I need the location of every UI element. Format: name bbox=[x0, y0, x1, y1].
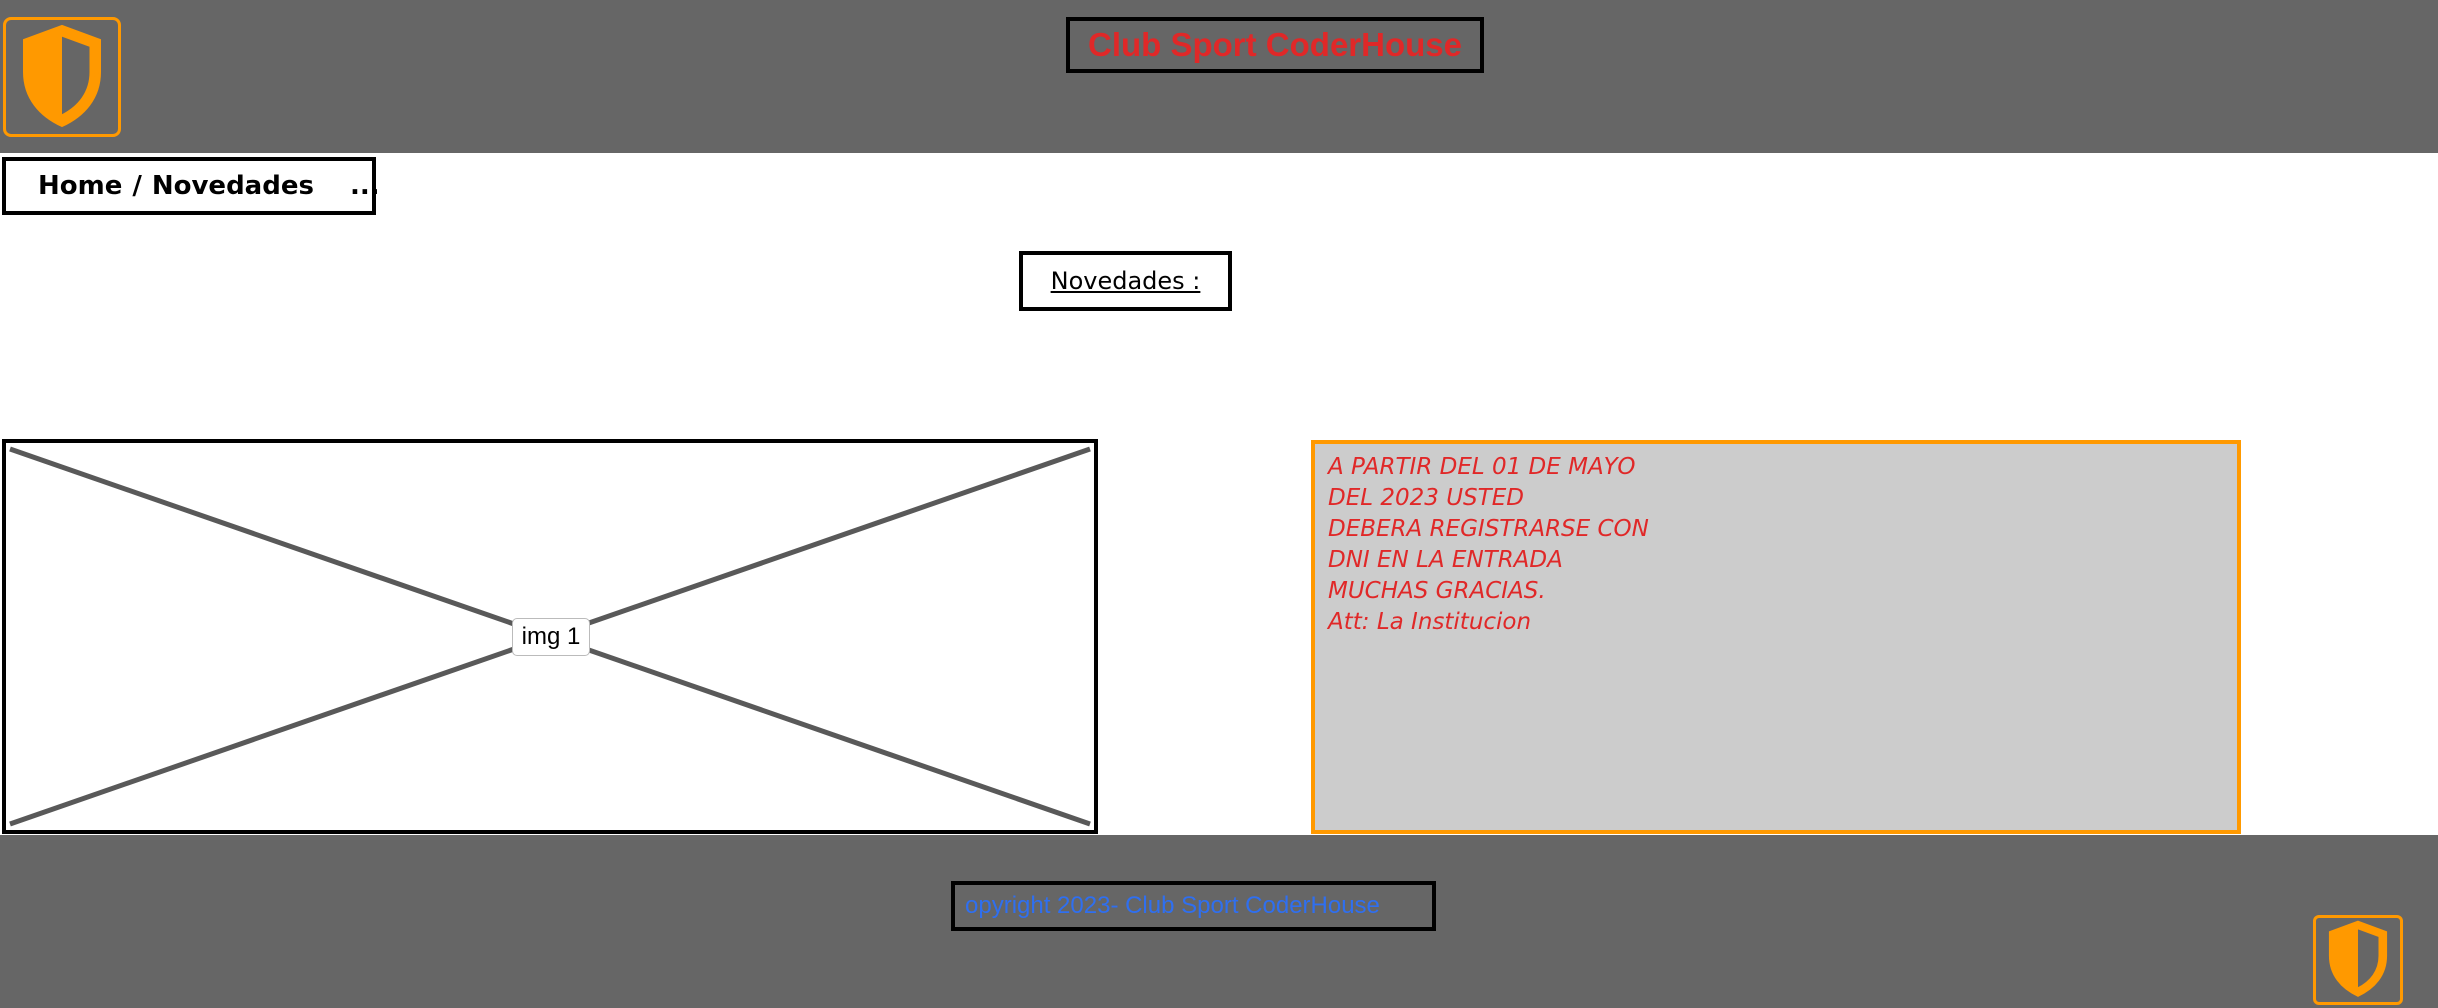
section-heading: Novedades : bbox=[1019, 251, 1232, 311]
notice-box: A PARTIR DEL 01 DE MAYO DEL 2023 USTED D… bbox=[1311, 440, 2241, 834]
header-bar: Club Sport CoderHouse bbox=[0, 0, 2438, 153]
logo[interactable] bbox=[3, 17, 121, 137]
notice-line: Att: La Institucion bbox=[1328, 609, 1532, 635]
notice-line: DNI EN LA ENTRADA bbox=[1328, 547, 1563, 573]
copyright-text: opyright 2023- Club Sport CoderHouse bbox=[951, 881, 1436, 931]
breadcrumb: Home / Novedades ... bbox=[2, 157, 380, 215]
footer-logo[interactable] bbox=[2313, 915, 2403, 1005]
breadcrumb-current: Novedades bbox=[151, 171, 314, 201]
image-placeholder: img 1 bbox=[2, 439, 1098, 834]
footer-bar: opyright 2023- Club Sport CoderHouse bbox=[0, 835, 2438, 1008]
site-title: Club Sport CoderHouse bbox=[1066, 17, 1484, 73]
breadcrumb-home-link[interactable]: Home bbox=[38, 171, 123, 201]
breadcrumb-separator: / bbox=[132, 171, 142, 201]
shield-icon bbox=[10, 20, 114, 134]
image-label: img 1 bbox=[512, 618, 590, 656]
notice-line: A PARTIR DEL 01 DE MAYO bbox=[1328, 454, 1636, 480]
shield-icon bbox=[2319, 917, 2397, 1003]
notice-line: DEBERA REGISTRARSE CON bbox=[1328, 516, 1649, 542]
breadcrumb-more[interactable]: ... bbox=[349, 171, 380, 201]
notice-line: MUCHAS GRACIAS. bbox=[1328, 578, 1546, 604]
notice-line: DEL 2023 USTED bbox=[1328, 485, 1524, 511]
